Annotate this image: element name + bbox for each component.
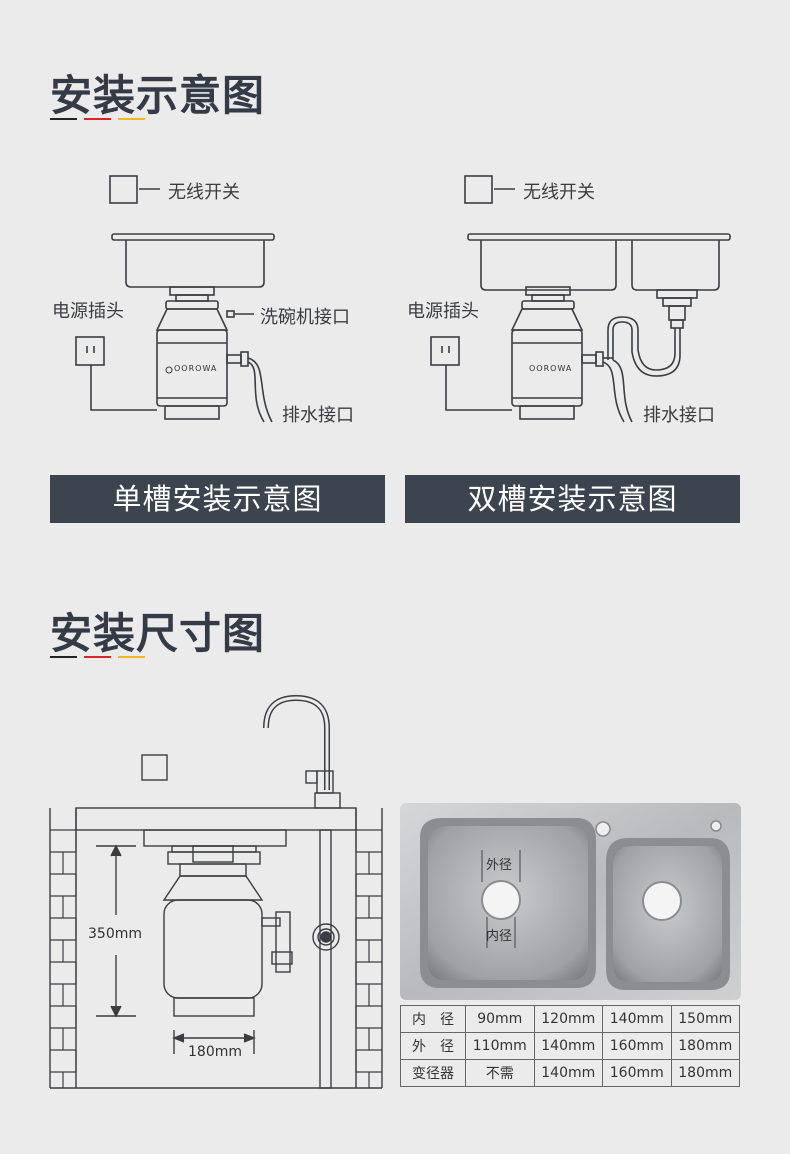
wireless-switch-icon [109, 175, 138, 204]
table-cell: 外 径 [400, 1032, 466, 1060]
table-cell: 160mm [602, 1032, 672, 1060]
single-sink-banner: 单槽安装示意图 [50, 475, 385, 523]
table-cell: 140mm [602, 1005, 672, 1033]
double-switch-label: 无线开关 [523, 182, 595, 203]
title-accent-bar [50, 656, 145, 658]
table-cell: 160mm [602, 1059, 672, 1087]
table-cell: 变径器 [400, 1059, 466, 1087]
width-dimension-label: 180mm [188, 1044, 242, 1060]
table-cell: 120mm [533, 1005, 603, 1033]
table-cell: 140mm [533, 1032, 603, 1060]
table-cell: 180mm [670, 1032, 740, 1060]
single-drain-label: 排水接口 [282, 405, 354, 426]
power-outlet-icon [430, 336, 460, 366]
double-sink-banner: 双槽安装示意图 [405, 475, 740, 523]
height-dimension-label: 350mm [88, 926, 142, 942]
brick-wall [50, 829, 382, 1088]
table-cell: 150mm [670, 1005, 740, 1033]
table-cell: 内 径 [400, 1005, 466, 1033]
double-brand-logo: OOROWA [529, 364, 573, 373]
double-power-label: 电源插头 [407, 301, 479, 322]
double-drain-label: 排水接口 [643, 405, 715, 426]
title-accent-bar [50, 118, 145, 120]
outer-diameter-label: 外径 [486, 858, 513, 873]
single-dishwasher-label: 洗碗机接口 [260, 307, 350, 328]
section-title-install: 安装示意图 [50, 71, 266, 120]
single-brand-logo: OOROWA [174, 364, 218, 373]
single-switch-label: 无线开关 [168, 182, 240, 203]
wireless-switch-icon [464, 175, 493, 204]
wireless-switch-icon [141, 754, 168, 781]
table-row: 内 径 90mm 120mm 140mm 150mm [400, 1005, 740, 1033]
table-cell: 110mm [465, 1032, 535, 1060]
power-outlet-icon [75, 336, 105, 366]
inner-diameter-label: 内径 [486, 929, 513, 944]
section-title-size: 安装尺寸图 [50, 609, 266, 658]
single-power-label: 电源插头 [52, 301, 124, 322]
table-cell: 140mm [533, 1059, 603, 1087]
table-cell: 90mm [465, 1005, 535, 1033]
table-row: 外 径 110mm 140mm 160mm 180mm [400, 1032, 740, 1060]
table-cell: 不需 [465, 1059, 535, 1087]
table-row: 变径器 不需 140mm 160mm 180mm [400, 1059, 740, 1087]
table-cell: 180mm [670, 1059, 740, 1087]
spec-table: 内 径 90mm 120mm 140mm 150mm 外 径 110mm 140… [400, 1005, 740, 1087]
